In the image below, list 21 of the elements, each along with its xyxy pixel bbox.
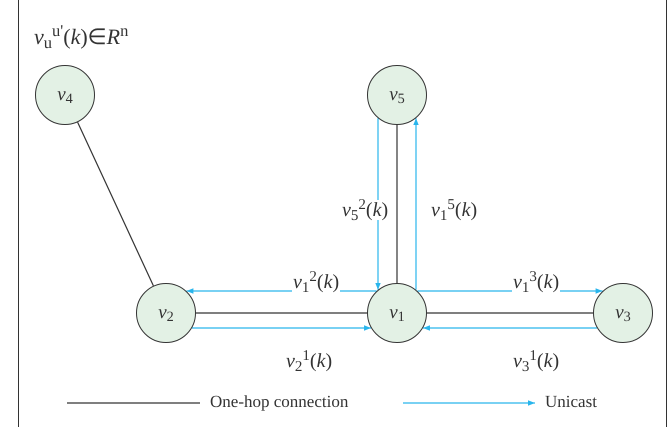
legend-text: Unicast: [545, 393, 597, 410]
edge-label: v$_{1}$$^{2}$(k): [292, 272, 340, 292]
node-label: v$_{4}$: [57, 82, 73, 110]
edge-label: v$_{5}$$^{2}$(k): [341, 200, 390, 220]
node-label: v$_{5}$: [389, 82, 405, 110]
connection-line: [427, 312, 593, 314]
edge-label: v$_{3}$$^{1}$(k): [512, 351, 560, 371]
edge-label: v$_{1}$$^{5}$(k): [430, 200, 478, 220]
connection-line: [77, 122, 154, 286]
legend-text: One-hop connection: [210, 393, 348, 410]
arrow: [192, 325, 372, 331]
node-label: v$_{1}$: [389, 300, 405, 328]
edge-label: v$_{2}$$^{1}$(k): [285, 351, 334, 371]
arrow: [422, 325, 598, 331]
node-label: v$_{3}$: [615, 300, 631, 328]
connection-line: [196, 312, 367, 314]
edge-label: v$_{1}$$^{3}$(k): [512, 272, 560, 292]
connection-line: [396, 125, 398, 283]
arrow: [375, 118, 381, 290]
arrow: [413, 118, 419, 290]
node-label: v$_{2}$: [158, 300, 174, 328]
